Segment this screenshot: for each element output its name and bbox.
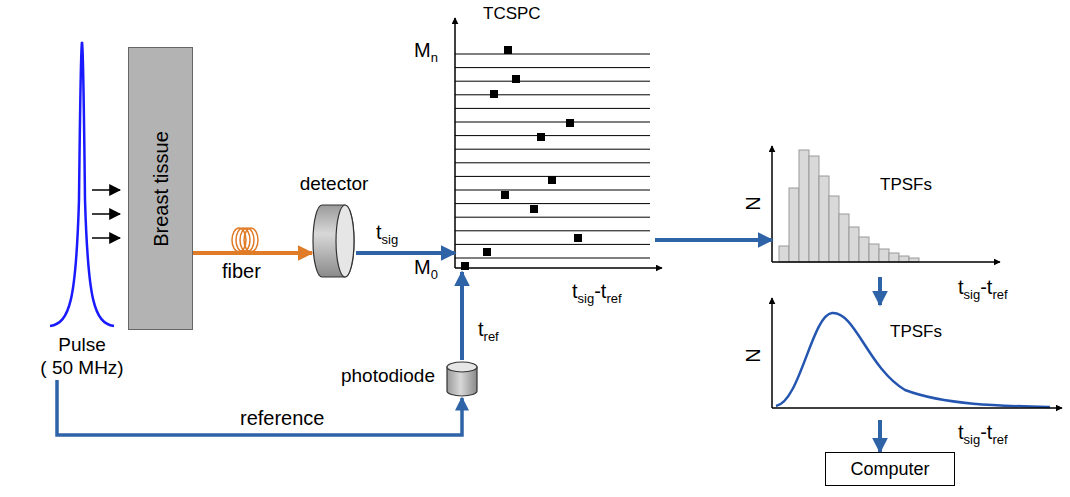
axis-label: tsig-tref bbox=[572, 280, 622, 303]
axis-label: tsig-tref bbox=[958, 276, 1008, 299]
axis-label: N bbox=[742, 348, 765, 362]
node-label: ( 50 MHz) bbox=[36, 357, 128, 379]
signal-connector bbox=[193, 251, 312, 255]
node-label: detector bbox=[300, 173, 369, 195]
signal-connector bbox=[356, 251, 455, 255]
detector-cylinder bbox=[313, 205, 354, 277]
node-label: TPSFs bbox=[880, 175, 932, 195]
node-label: TCSPC bbox=[483, 4, 541, 24]
connector-label: tref bbox=[478, 318, 499, 341]
histogram-axes bbox=[772, 146, 1000, 262]
tissue-box: Breast tissue bbox=[128, 47, 193, 330]
tcspc-axes bbox=[455, 18, 662, 268]
node-label: Breast tissue bbox=[149, 131, 172, 247]
node-label: Computer bbox=[850, 459, 929, 480]
channel-label: Mn bbox=[414, 39, 438, 62]
signal-connector bbox=[655, 238, 772, 242]
tcspc-box: TCSPC bbox=[455, 45, 655, 272]
computer-box: Computer bbox=[825, 452, 955, 486]
signal-connector bbox=[57, 380, 462, 435]
photon-events bbox=[461, 46, 582, 270]
pulse-source: Pulse( 50 MHz) bbox=[36, 38, 128, 380]
connector-label: tsig bbox=[376, 221, 398, 244]
node-label: TPSFs bbox=[890, 322, 942, 342]
tcspc-grid bbox=[455, 54, 650, 258]
signal-connector bbox=[878, 420, 882, 452]
fiber-coil bbox=[232, 228, 258, 252]
channel-label: M0 bbox=[414, 256, 438, 279]
curve-box: TPSFs bbox=[772, 305, 1060, 420]
incident-arrows bbox=[92, 190, 120, 238]
axis-label: N bbox=[742, 196, 765, 210]
histogram-box: TPSFs bbox=[772, 145, 1000, 277]
connector-label: fiber bbox=[222, 260, 261, 283]
histogram-bars bbox=[779, 150, 919, 262]
connector-label: reference bbox=[240, 407, 325, 430]
axis-label: tsig-tref bbox=[958, 421, 1008, 444]
node-label: Pulse bbox=[36, 334, 128, 356]
signal-connector bbox=[460, 272, 464, 360]
tpsf-curve bbox=[776, 313, 1050, 407]
node-label: photodiode bbox=[341, 365, 435, 387]
pulse-curve bbox=[50, 42, 114, 326]
curve-axes bbox=[772, 298, 1062, 408]
photodiode-box: photodiode bbox=[445, 360, 481, 398]
photodiode-cylinder bbox=[447, 362, 477, 396]
detector-box: detector bbox=[312, 203, 356, 279]
signal-connector bbox=[878, 277, 882, 305]
